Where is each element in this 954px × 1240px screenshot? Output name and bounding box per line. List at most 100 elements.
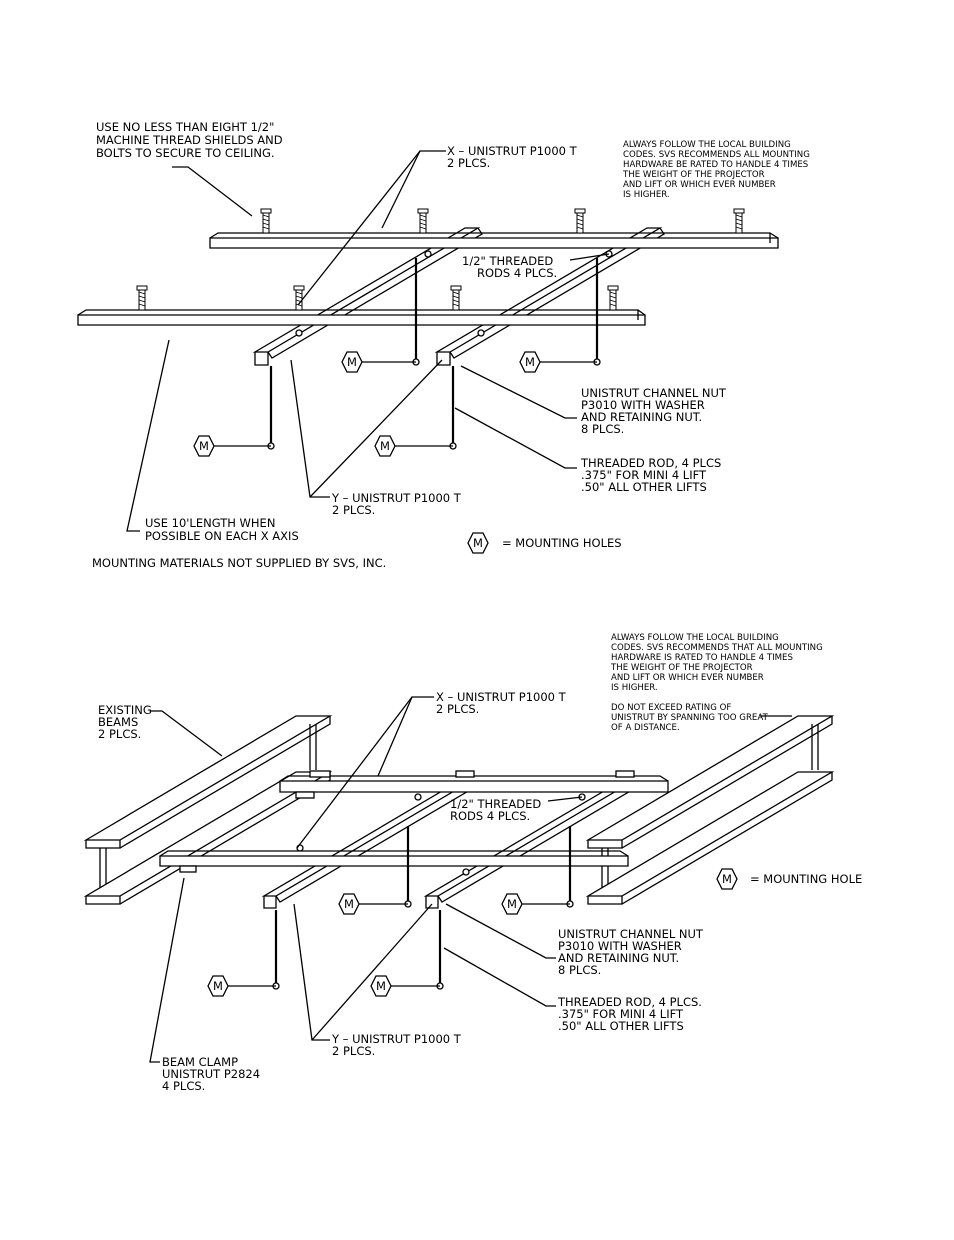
code-note: ALWAYS FOLLOW THE LOCAL BUILDING CODES. …	[622, 140, 810, 200]
svg-text:BEAMS: BEAMS	[98, 715, 138, 729]
svg-text:P3010 WITH WASHER: P3010 WITH WASHER	[581, 398, 705, 412]
left-existing-beam	[83, 715, 333, 905]
svg-text:M: M	[507, 897, 517, 911]
mounting-hole-icon: M	[519, 351, 597, 373]
svg-text:8 PLCS.: 8 PLCS.	[558, 963, 601, 977]
length-note: USE 10'LENGTH WHEN POSSIBLE ON EACH X AX…	[145, 516, 299, 543]
svg-text:.375" FOR MINI 4 LIFT: .375" FOR MINI 4 LIFT	[558, 1007, 684, 1021]
svg-text:2 PLCS.: 2 PLCS.	[98, 727, 141, 741]
svg-text:AND LIFT OR WHICH EVER NUMBER: AND LIFT OR WHICH EVER NUMBER	[611, 673, 764, 683]
svg-text:POSSIBLE ON EACH X AXIS: POSSIBLE ON EACH X AXIS	[145, 529, 299, 543]
right-existing-beam	[585, 715, 835, 905]
svg-text:THREADED ROD, 4 PLCS.: THREADED ROD, 4 PLCS.	[557, 995, 702, 1009]
x-unistrut-label: X – UNISTRUT P1000 T 2 PLCS.	[447, 144, 578, 170]
svg-text:HARDWARE BE RATED TO HANDLE 4: HARDWARE BE RATED TO HANDLE 4 TIMES	[623, 160, 808, 170]
svg-text:M: M	[213, 979, 223, 993]
svg-text:M: M	[722, 872, 732, 886]
threaded-rods-label: 1/2" THREADED RODS 4 PLCS.	[462, 254, 557, 280]
top-x-channel-front	[77, 309, 646, 326]
svg-text:MACHINE THREAD SHIELDS AND: MACHINE THREAD SHIELDS AND	[96, 133, 283, 147]
threaded-rod-label: THREADED ROD, 4 PLCS .375" FOR MINI 4 LI…	[580, 456, 721, 494]
top-leaders	[126, 150, 610, 532]
svg-text:.50" ALL OTHER LIFTS: .50" ALL OTHER LIFTS	[558, 1019, 684, 1033]
svg-text:Y – UNISTRUT P1000 T: Y – UNISTRUT P1000 T	[331, 491, 462, 505]
svg-text:BOLTS TO SECURE TO CEILING.: BOLTS TO SECURE TO CEILING.	[96, 146, 275, 160]
beam-clamp-label: BEAM CLAMP UNISTRUT P2824 4 PLCS.	[162, 1055, 260, 1093]
top-diagram: M M M M M	[77, 120, 810, 570]
bottom-threaded-rods	[272, 793, 586, 990]
svg-text:8 PLCS.: 8 PLCS.	[581, 422, 624, 436]
svg-text:IS HIGHER.: IS HIGHER.	[611, 683, 658, 693]
svg-text:AND RETAINING NUT.: AND RETAINING NUT.	[581, 410, 702, 424]
svg-text:BEAM CLAMP: BEAM CLAMP	[162, 1055, 238, 1069]
svg-text:UNISTRUT BY SPANNING TOO GREAT: UNISTRUT BY SPANNING TOO GREAT	[611, 713, 769, 723]
svg-text:1/2" THREADED: 1/2" THREADED	[450, 797, 541, 811]
svg-text:USE 10'LENGTH WHEN: USE 10'LENGTH WHEN	[145, 516, 275, 530]
mounting-hole-icon: M	[501, 893, 570, 915]
y-unistrut-label: Y – UNISTRUT P1000 T 2 PLCS.	[331, 491, 462, 517]
legend-hole-icon: M	[467, 532, 489, 554]
threaded-rod-label-bottom: THREADED ROD, 4 PLCS. .375" FOR MINI 4 L…	[557, 995, 702, 1033]
svg-text:CODES. SVS RECOMMENDS ALL MO: CODES. SVS RECOMMENDS ALL MOUNTING	[623, 150, 810, 160]
svg-text:THE WEIGHT OF THE PROJECTOR: THE WEIGHT OF THE PROJECTOR	[622, 170, 765, 180]
svg-text:P3010 WITH WASHER: P3010 WITH WASHER	[558, 939, 682, 953]
bottom-hole-symbols: M M M M M	[207, 868, 738, 997]
bottom-x-channel-back	[279, 770, 669, 799]
top-x-channel-back	[209, 232, 779, 249]
code-note-bottom: ALWAYS FOLLOW THE LOCAL BUILDING CODES. …	[610, 633, 823, 693]
svg-text:CODES. SVS RECOMMENDS THAT ALL: CODES. SVS RECOMMENDS THAT ALL MOUNTING	[611, 643, 823, 653]
svg-text:2 PLCS.: 2 PLCS.	[436, 702, 479, 716]
svg-text:M: M	[473, 536, 483, 550]
svg-text:2 PLCS.: 2 PLCS.	[332, 1044, 375, 1058]
bottom-diagram: M M M M M	[83, 633, 862, 1093]
legend-text: = MOUNTING HOLES	[502, 536, 622, 550]
svg-text:AND RETAINING NUT.: AND RETAINING NUT.	[558, 951, 679, 965]
svg-text:X – UNISTRUT P1000 T: X – UNISTRUT P1000 T	[447, 144, 578, 158]
mounting-hole-icon: M	[207, 975, 276, 997]
bottom-leaders	[149, 696, 792, 1063]
svg-text:IS HIGHER.: IS HIGHER.	[623, 190, 670, 200]
y-unistrut-label-bottom: Y – UNISTRUT P1000 T 2 PLCS.	[331, 1032, 462, 1058]
svg-text:UNISTRUT CHANNEL NUT: UNISTRUT CHANNEL NUT	[558, 927, 704, 941]
channel-nut-label-bottom: UNISTRUT CHANNEL NUT P3010 WITH WASHER A…	[558, 927, 704, 977]
svg-text:M: M	[344, 897, 354, 911]
svg-text:EXISTING: EXISTING	[98, 703, 152, 717]
svg-text:2 PLCS.: 2 PLCS.	[332, 503, 375, 517]
svg-text:OF A DISTANCE.: OF A DISTANCE.	[611, 723, 680, 733]
svg-text:DO NOT EXCEED RATING OF: DO NOT EXCEED RATING OF	[611, 703, 731, 713]
svg-text:RODS 4 PLCS.: RODS 4 PLCS.	[477, 266, 557, 280]
svg-text:4 PLCS.: 4 PLCS.	[162, 1079, 205, 1093]
legend-hole-icon: M	[716, 868, 738, 890]
svg-text:M: M	[199, 439, 209, 453]
channel-nut-label: UNISTRUT CHANNEL NUT P3010 WITH WASHER A…	[581, 386, 727, 436]
mounting-hole-icon: M	[341, 351, 416, 373]
top-hole-symbols: M M M M M	[193, 351, 597, 554]
legend-text-bottom: = MOUNTING HOLE	[750, 872, 862, 886]
svg-text:X – UNISTRUT P1000 T: X – UNISTRUT P1000 T	[436, 690, 567, 704]
svg-text:THREADED ROD, 4 PLCS: THREADED ROD, 4 PLCS	[580, 456, 721, 470]
top-threaded-rods	[267, 250, 613, 450]
x-unistrut-label-bottom: X – UNISTRUT P1000 T 2 PLCS.	[436, 690, 567, 716]
mounting-hole-icon: M	[374, 435, 453, 457]
svg-text:1/2" THREADED: 1/2" THREADED	[462, 254, 553, 268]
bottom-x-channel-front	[159, 850, 629, 873]
svg-text:M: M	[347, 355, 357, 369]
svg-text:Y – UNISTRUT P1000 T: Y – UNISTRUT P1000 T	[331, 1032, 462, 1046]
existing-beams-label: EXISTING BEAMS 2 PLCS.	[98, 703, 152, 741]
svg-text:M: M	[525, 355, 535, 369]
svg-text:.375" FOR MINI 4 LIFT: .375" FOR MINI 4 LIFT	[581, 468, 707, 482]
note-bolts: USE NO LESS THAN EIGHT 1/2" MACHINE THRE…	[96, 120, 283, 160]
svg-text:AND LIFT OR WHICH EVER NUMBER: AND LIFT OR WHICH EVER NUMBER	[623, 180, 776, 190]
mounting-hole-icon: M	[193, 435, 271, 457]
svg-text:USE NO LESS THAN EIGHT 1/2": USE NO LESS THAN EIGHT 1/2"	[96, 120, 274, 134]
svg-text:ALWAYS FOLLOW THE LOCAL BUILDI: ALWAYS FOLLOW THE LOCAL BUILDING	[623, 140, 791, 150]
svg-text:THE WEIGHT OF THE PROJECTOR: THE WEIGHT OF THE PROJECTOR	[610, 663, 753, 673]
svg-text:HARDWARE IS RATED TO HANDLE: HARDWARE IS RATED TO HANDLE 4 TIMES	[611, 653, 793, 663]
svg-text:2 PLCS.: 2 PLCS.	[447, 156, 490, 170]
svg-text:M: M	[376, 979, 386, 993]
svg-text:UNISTRUT P2824: UNISTRUT P2824	[162, 1067, 260, 1081]
svg-text:UNISTRUT CHANNEL NUT: UNISTRUT CHANNEL NUT	[581, 386, 727, 400]
svg-text:RODS 4 PLCS.: RODS 4 PLCS.	[450, 809, 530, 823]
